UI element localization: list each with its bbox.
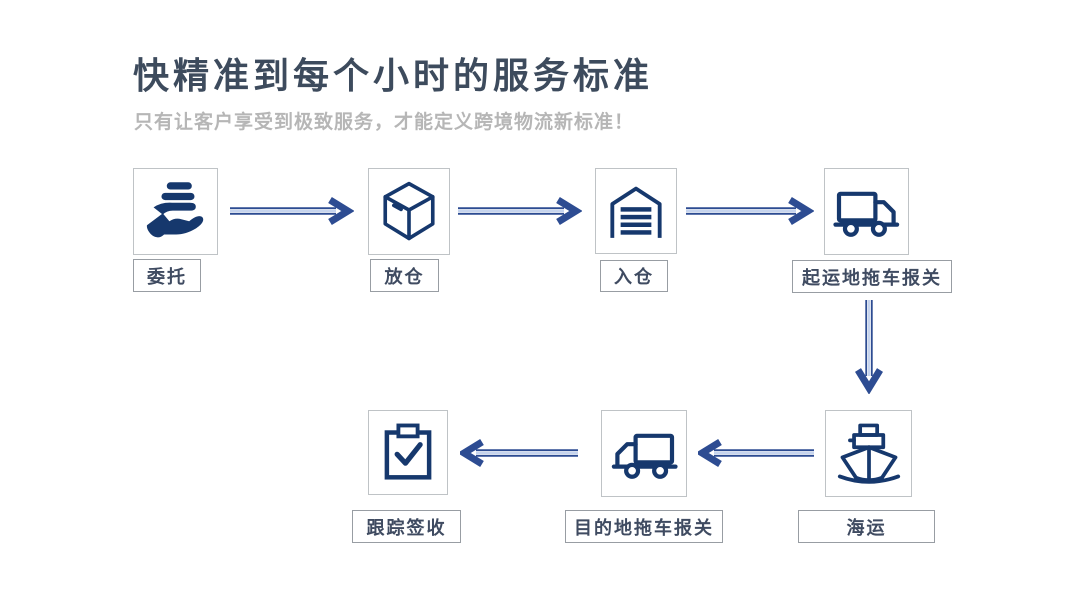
truck-left-icon (611, 433, 678, 479)
clipboard-check-icon (384, 423, 432, 480)
page-subtitle: 只有让客户享受到极致服务，才能定义跨境物流新标准！ (134, 112, 635, 133)
node-label-text: 放仓 (384, 266, 425, 287)
node-card-sea-freight (825, 410, 912, 497)
node-label-text: 起运地拖车报关 (802, 267, 942, 288)
arrow-right-1 (230, 197, 354, 225)
arrow-left-1 (698, 439, 814, 467)
node-label-text: 跟踪签收 (366, 517, 447, 538)
node-card-destination-trucking-customs (601, 410, 687, 497)
node-label-inbound-warehouse: 入仓 (600, 260, 668, 292)
cube-box-icon (383, 181, 435, 240)
arrow-left-2 (460, 439, 578, 467)
node-card-inbound-warehouse (595, 168, 677, 254)
node-label-text: 入仓 (614, 267, 654, 287)
node-label-text: 目的地拖车报关 (574, 517, 714, 538)
node-card-track-sign (368, 410, 448, 495)
node-label-origin-trucking-customs: 起运地拖车报关 (792, 260, 952, 293)
node-label-release-warehouse: 放仓 (370, 259, 439, 292)
node-label-entrust: 委托 (133, 259, 201, 292)
node-card-entrust (133, 168, 218, 255)
node-label-destination-trucking-customs: 目的地拖车报关 (565, 510, 723, 543)
ship-icon (837, 423, 900, 484)
node-card-origin-trucking-customs (824, 168, 909, 255)
arrow-down-1 (855, 300, 883, 394)
node-card-release-warehouse (368, 168, 450, 255)
arrow-right-2 (458, 197, 582, 225)
node-label-sea-freight: 海运 (798, 510, 935, 543)
node-label-track-sign: 跟踪签收 (352, 510, 461, 543)
warehouse-icon (610, 186, 662, 238)
node-label-text: 委托 (147, 266, 187, 287)
truck-right-icon (832, 191, 899, 237)
hand-holding-goods-icon (146, 181, 203, 237)
arrow-right-3 (686, 197, 814, 225)
node-label-text: 海运 (846, 517, 887, 538)
page-title: 快精准到每个小时的服务标准 (133, 55, 654, 96)
